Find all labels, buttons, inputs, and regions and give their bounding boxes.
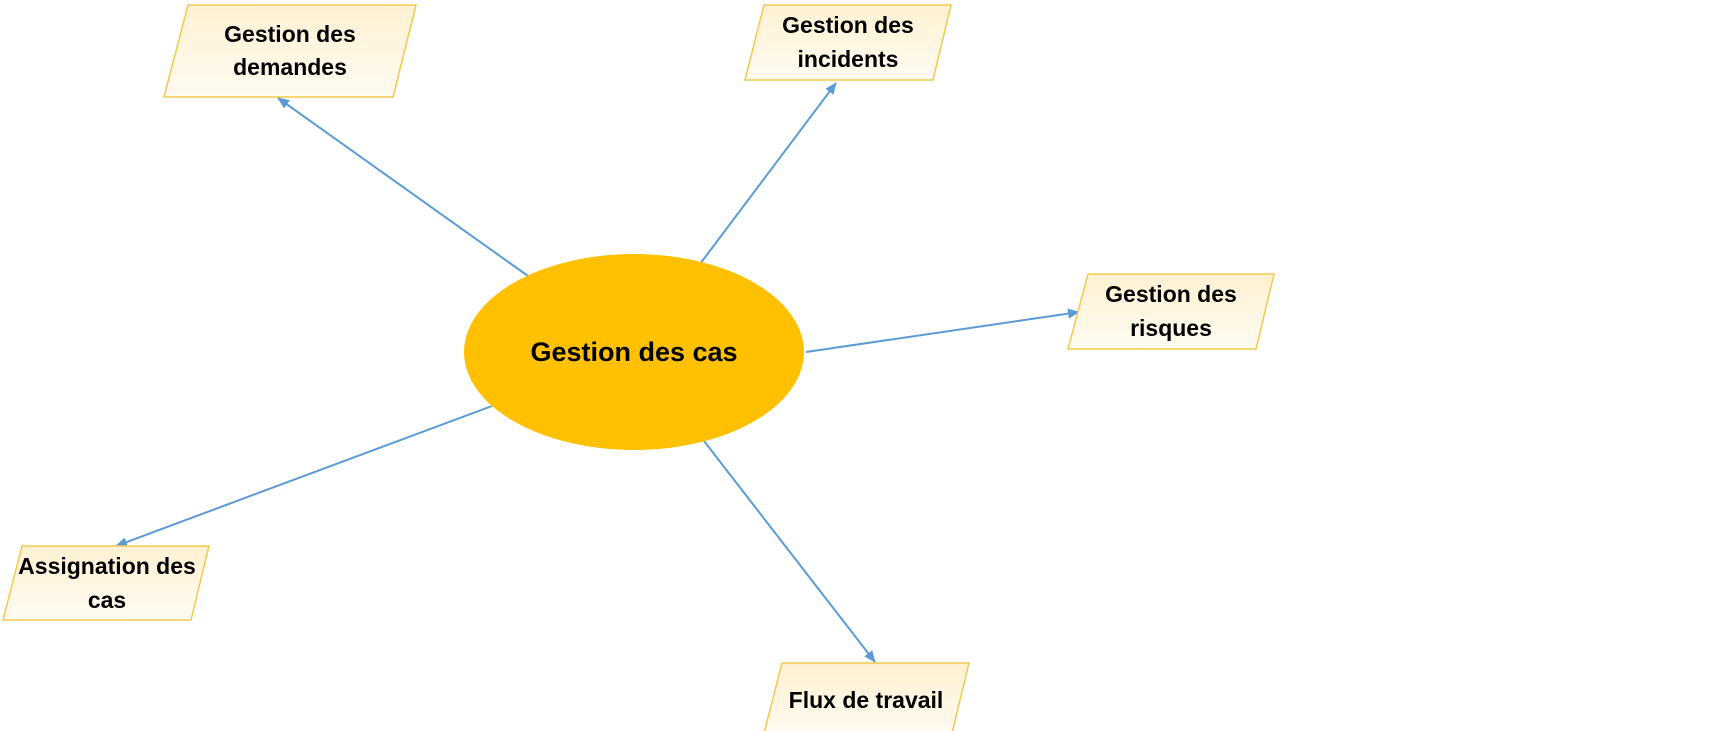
- center-label: Gestion des cas: [530, 337, 737, 367]
- node-shape: [2, 545, 210, 621]
- arrow-to-assignation-des-cas: [115, 405, 493, 547]
- node-shape: [1067, 273, 1275, 350]
- node-assignation-des-cas: Assignation des cas: [2, 545, 210, 621]
- node-label-line-1: Gestion des: [1105, 281, 1237, 307]
- arrow-to-flux-de-travail: [703, 440, 876, 663]
- node-label-line-1: Assignation des: [18, 553, 196, 579]
- node-label-line-2: incidents: [798, 46, 899, 72]
- connectors: [115, 82, 1080, 663]
- node-shape: [763, 662, 970, 731]
- node-label-line-2: demandes: [233, 54, 347, 80]
- node-gestion-des-demandes: Gestion des demandes: [163, 4, 417, 98]
- arrow-to-gestion-des-risques: [805, 308, 1080, 353]
- node-shape: [163, 4, 417, 98]
- node-label-line-2: risques: [1130, 315, 1212, 341]
- center-ellipse: [464, 254, 804, 450]
- node-gestion-des-risques: Gestion des risques: [1067, 273, 1275, 350]
- node-label-line-1: Flux de travail: [789, 687, 944, 713]
- center-node: Gestion des cas: [464, 254, 804, 450]
- node-label-line-1: Gestion des: [782, 12, 914, 38]
- node-flux-de-travail: Flux de travail: [763, 662, 970, 731]
- node-label-line-1: Gestion des: [224, 21, 356, 47]
- node-shape: [744, 4, 952, 81]
- arrow-to-gestion-des-demandes: [277, 97, 529, 277]
- node-gestion-des-incidents: Gestion des incidents: [744, 4, 952, 81]
- node-label-line-2: cas: [88, 587, 126, 613]
- arrow-to-gestion-des-incidents: [699, 82, 837, 265]
